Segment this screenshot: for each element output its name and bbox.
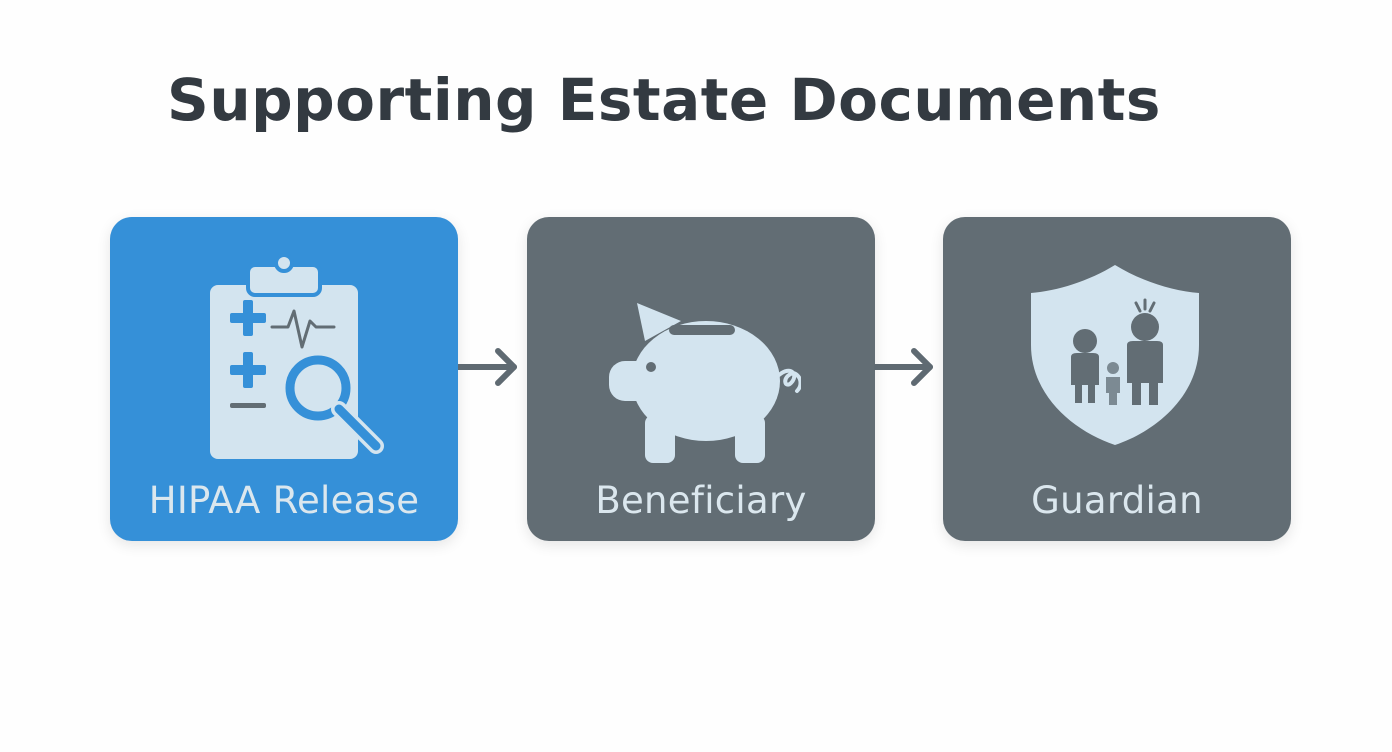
arrow-right-icon [874,348,933,386]
card-label: HIPAA Release [148,479,420,522]
clipboard-magnifier-icon [210,253,384,459]
card-label: Guardian [1031,479,1203,522]
card-hipaa-release: HIPAA Release [110,217,458,541]
piggy-bank-icon [609,303,801,463]
shield-family-icon [1031,265,1199,445]
card-label: Beneficiary [595,479,807,522]
arrow-right-icon [458,348,517,386]
card-guardian: Guardian [943,217,1291,541]
page-title: Supporting Estate Documents [167,66,1161,134]
card-beneficiary: Beneficiary [527,217,875,541]
